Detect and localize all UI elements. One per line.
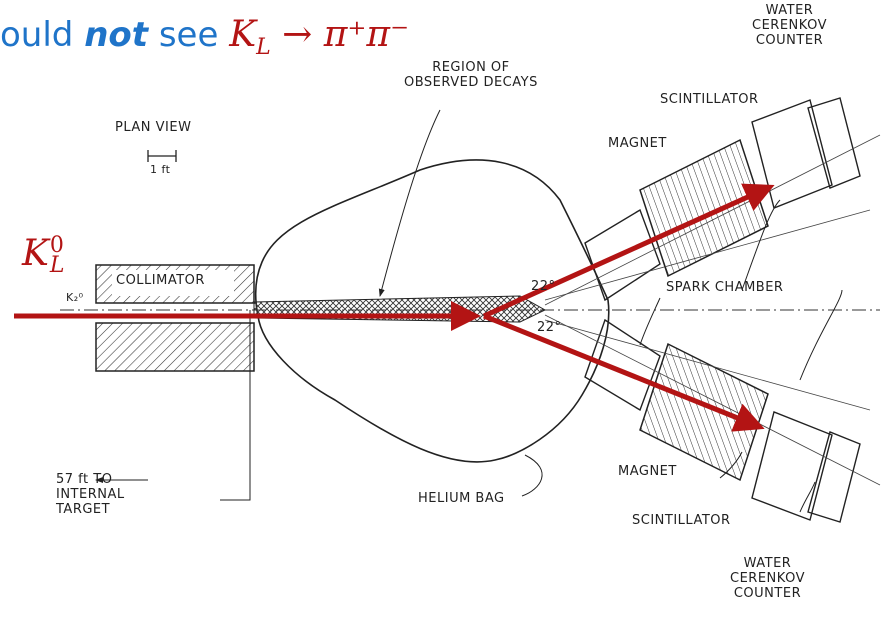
decay-region-line2: OBSERVED DECAYS [404, 74, 538, 90]
angle-bottom-label: 22° [537, 320, 562, 335]
scintillator-top-label: SCINTILLATOR [660, 92, 759, 107]
helium-bag-label: HELIUM BAG [418, 491, 505, 506]
scale-bar [147, 150, 177, 162]
particle-tracks [14, 183, 775, 432]
title-emphasis: not [84, 15, 149, 55]
water-bottom-line2: CERENKOV [730, 570, 805, 586]
water-top-line3: COUNTER [755, 32, 824, 48]
lower-arm [544, 314, 881, 523]
target-label: 57 ft TO INTERNAL TARGET [56, 472, 125, 518]
pion-minus-track [483, 313, 765, 432]
title-reaction: K [229, 14, 257, 55]
water-top-line1: WATER [765, 3, 814, 18]
scale-label: 1 ft [150, 163, 171, 176]
upper-arm [544, 97, 881, 306]
helium-bag-outline [254, 159, 610, 463]
pion-plus-track [482, 183, 775, 319]
target-line1: 57 ft TO [56, 472, 113, 487]
beam-label-symbol: K [22, 233, 49, 274]
title-reaction-sub: L [256, 35, 271, 61]
title-product: π⁺π⁻ [323, 14, 410, 55]
water-bottom-line3: COUNTER [733, 585, 802, 601]
title-prefix: ould [0, 15, 85, 55]
title-arrow: → [270, 14, 324, 55]
target-line2: INTERNAL [56, 486, 125, 502]
plan-view-label: PLAN VIEW [115, 120, 192, 135]
leader-lines [95, 109, 843, 513]
water-top-line2: CERENKOV [752, 17, 827, 33]
title-middle: see [148, 15, 230, 55]
angle-top-label: 22° [531, 279, 556, 294]
water-cerenkov-top-label: WATER CERENKOV COUNTER [752, 3, 827, 49]
collimator-label: COLLIMATOR [116, 273, 205, 288]
slide-title: ould not see KL → π⁺π⁻ [0, 14, 409, 60]
beam-label-superscript: 0 [49, 233, 64, 259]
incoming-beam-label: K₂⁰ [66, 291, 84, 304]
water-cerenkov-bottom-label: WATER CERENKOV COUNTER [730, 556, 805, 602]
decay-region-line1: REGION OF [432, 60, 510, 75]
water-bottom-line1: WATER [743, 556, 792, 571]
target-line3: TARGET [56, 501, 111, 517]
collimator [95, 264, 255, 372]
scintillator-bottom-label: SCINTILLATOR [632, 513, 731, 528]
spark-chamber-label: SPARK CHAMBER [666, 280, 784, 295]
magnet-bottom-label: MAGNET [618, 464, 677, 479]
magnet-top-label: MAGNET [608, 136, 667, 151]
beam-label-subscript: L [49, 253, 65, 278]
decay-region-label: REGION OF OBSERVED DECAYS [404, 60, 538, 91]
